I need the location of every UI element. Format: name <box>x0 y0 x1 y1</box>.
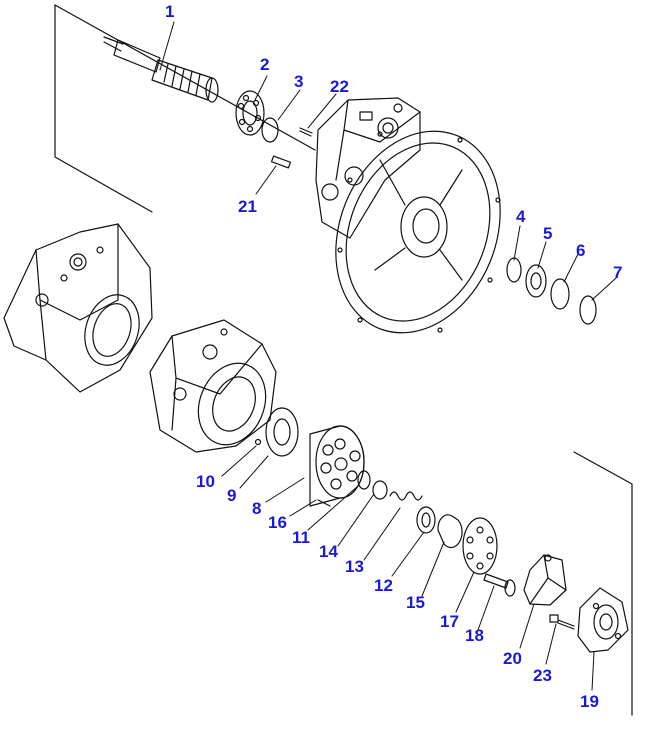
callout-20: 20 <box>503 649 522 668</box>
pin-18 <box>483 573 516 597</box>
callout-8: 8 <box>252 499 262 518</box>
callout-23: 23 <box>533 666 552 685</box>
bolt-23 <box>549 614 575 630</box>
callout-11: 11 <box>292 528 310 547</box>
callout-6: 6 <box>576 241 586 260</box>
left-pump-casing <box>3 223 153 393</box>
callout-15: 15 <box>406 593 425 612</box>
snap-ring-3 <box>261 117 279 143</box>
ring-11 <box>357 470 371 490</box>
bearing-5 <box>525 264 547 298</box>
spring-13 <box>389 491 423 501</box>
callout-7: 7 <box>613 263 623 282</box>
collar-12 <box>416 506 436 534</box>
callout-16: 16 <box>268 513 287 532</box>
callout-10: 10 <box>196 472 215 491</box>
callout-4: 4 <box>516 207 526 226</box>
callout-21: 21 <box>238 197 257 216</box>
pin-16 <box>317 499 331 507</box>
pin-10 <box>254 438 262 446</box>
pin-22 <box>299 127 313 137</box>
leader-lines <box>159 21 617 691</box>
callout-14: 14 <box>319 542 338 561</box>
ring-4 <box>506 257 522 283</box>
spherical-bushing-15 <box>437 514 463 549</box>
flywheel-housing <box>335 130 501 334</box>
pin-21 <box>270 155 292 169</box>
callout-3: 3 <box>294 72 304 91</box>
swash-plate-20 <box>523 554 567 606</box>
callout-5: 5 <box>543 224 553 243</box>
callout-13: 13 <box>345 557 364 576</box>
shoe-plate-17 <box>462 517 498 575</box>
callout-18: 18 <box>465 626 484 645</box>
frame-lines <box>54 4 633 716</box>
bearing-2 <box>235 90 265 136</box>
callout-19: 19 <box>580 692 599 711</box>
ring-6 <box>550 278 570 310</box>
callout-2: 2 <box>260 55 270 74</box>
upper-pump-body <box>315 97 421 239</box>
callout-9: 9 <box>227 486 237 505</box>
callout-22: 22 <box>330 77 349 96</box>
callout-17: 17 <box>440 612 459 631</box>
center-pump-casing <box>149 319 277 453</box>
bearing-9 <box>265 407 299 457</box>
callout-1: 1 <box>165 2 175 21</box>
callout-12: 12 <box>374 576 393 595</box>
ring-14 <box>372 480 388 500</box>
cradle-19 <box>577 587 629 653</box>
drive-shaft <box>103 36 219 103</box>
cylinder-block-8 <box>309 425 365 507</box>
snap-ring-7 <box>579 295 597 325</box>
